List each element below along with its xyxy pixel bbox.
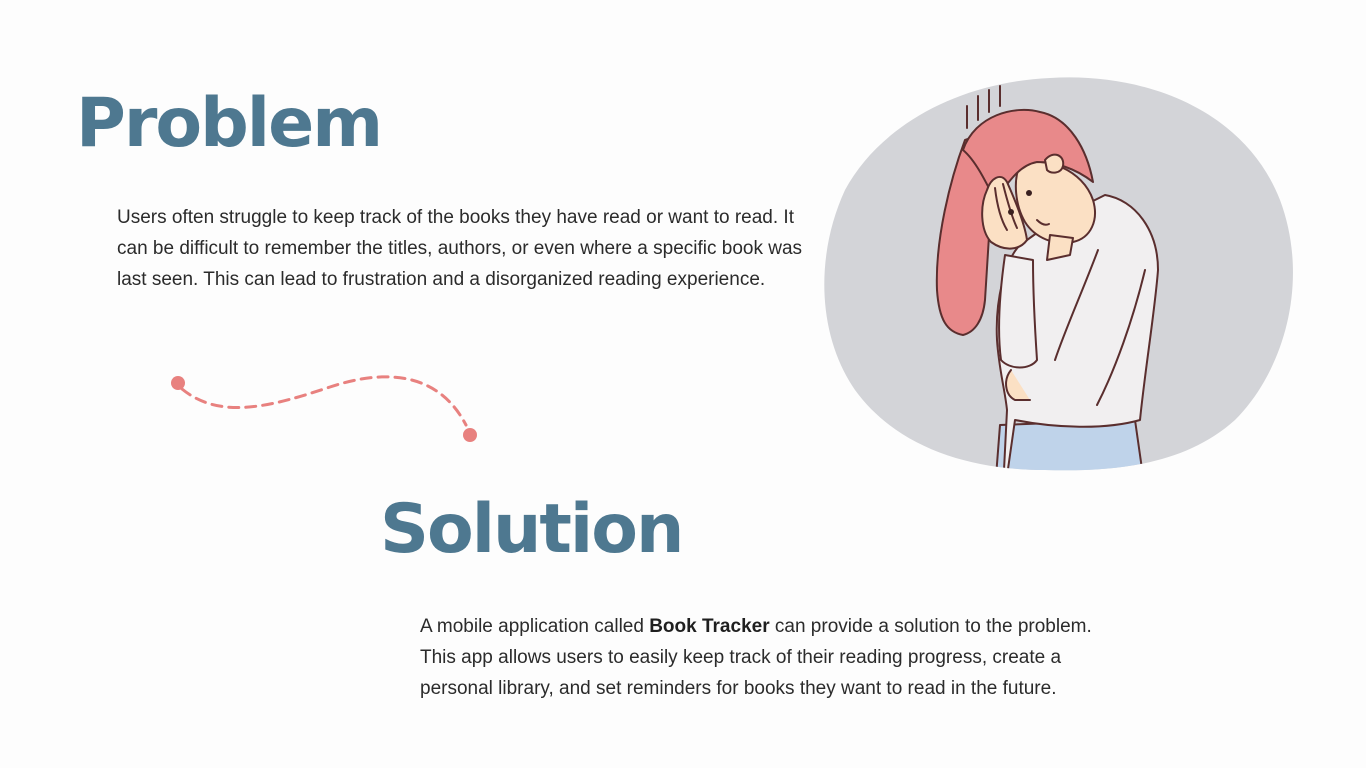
connector-start-dot [171,376,185,390]
problem-description: Users often struggle to keep track of th… [117,207,803,290]
solution-heading: Solution [380,490,684,569]
problem-heading: Problem [76,84,383,163]
solution-text-rest: can provide a solution to the problem. T… [420,616,1092,699]
solution-text-intro: A mobile application called [420,616,650,637]
app-name: Book Tracker [649,616,770,637]
stress-marks [966,85,1001,129]
dashed-curve-connector-icon [171,375,477,442]
solution-description: A mobile application called Book Tracker… [420,611,1110,704]
connector-dashed-line [180,375,468,427]
connector-end-dot [463,428,477,442]
stressed-woman-illustration-icon [824,77,1293,471]
